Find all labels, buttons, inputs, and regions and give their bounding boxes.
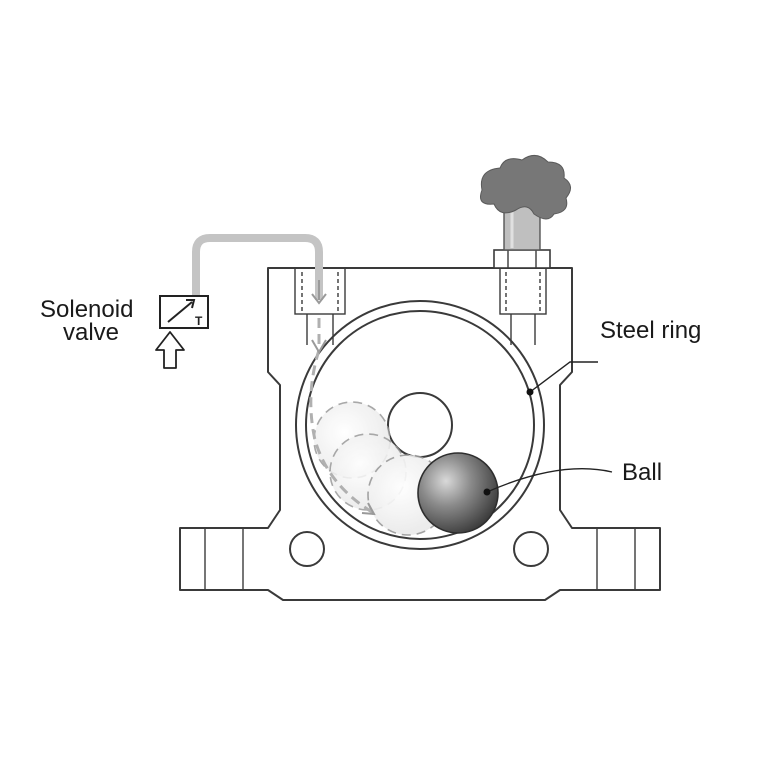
housing-outline	[179, 267, 661, 601]
ball	[417, 452, 499, 534]
solenoid-valve-icon	[159, 295, 209, 329]
air-flow-path	[192, 234, 376, 516]
exhaust-cloud-icon	[480, 155, 571, 220]
steel-ring-inner	[305, 310, 535, 540]
exhaust-port	[499, 267, 547, 345]
air-inlet-arrow-icon	[155, 331, 185, 369]
ball-label: Ball	[622, 459, 662, 486]
left-bolt-hole	[289, 531, 325, 567]
steel-ring-outer	[295, 300, 545, 550]
solenoid-label-line2: valve	[63, 319, 119, 346]
ball-leader	[483, 468, 613, 496]
solenoid-label-line1: Solenoid	[40, 296, 133, 323]
steel-ring-leader	[526, 361, 598, 396]
left-mounting-foot	[204, 528, 244, 590]
valve-port-label: T	[195, 314, 203, 328]
right-mounting-foot	[596, 528, 636, 590]
right-bolt-hole	[513, 531, 549, 567]
steel-ring-label: Steel ring	[600, 317, 701, 344]
